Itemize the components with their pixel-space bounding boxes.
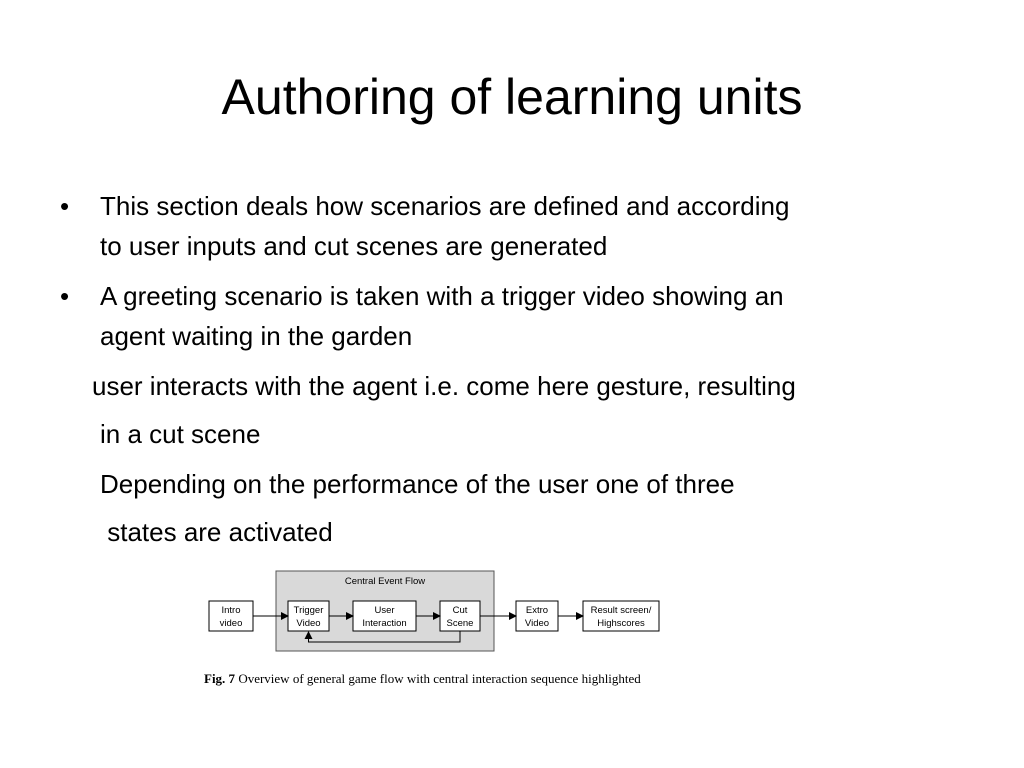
svg-text:Trigger: Trigger xyxy=(294,605,324,616)
figure-caption-label: Fig. 7 xyxy=(204,671,236,686)
svg-text:Intro: Intro xyxy=(221,605,240,616)
svg-text:Cut: Cut xyxy=(453,605,468,616)
flow-node-result-screen: Result screen/ Highscores xyxy=(582,600,660,632)
bullet-2-line-1: A greeting scenario is taken with a trig… xyxy=(100,281,784,311)
svg-text:Extro: Extro xyxy=(526,605,548,616)
flow-node-trigger-video: Trigger Video xyxy=(287,600,330,632)
flow-node-extro-video: Extro Video xyxy=(515,600,559,632)
bullet-marker: • xyxy=(60,281,70,311)
figure-caption-text: Overview of general game flow with centr… xyxy=(238,671,641,686)
game-flow-diagram: Central Event Flow Intro video Trigger V… xyxy=(200,568,670,718)
figure-caption: Fig. 7 Overview of general game flow wit… xyxy=(204,670,664,688)
flow-node-intro-video: Intro video xyxy=(208,600,254,632)
flow-node-cut-scene: Cut Scene xyxy=(439,600,481,632)
bullet-marker: • xyxy=(60,191,70,221)
paragraph-4: states are activated xyxy=(100,517,333,547)
svg-text:Video: Video xyxy=(296,618,320,629)
svg-text:Highscores: Highscores xyxy=(597,618,645,629)
svg-text:Result screen/: Result screen/ xyxy=(591,605,652,616)
loop-back-arrow xyxy=(304,631,461,643)
svg-text:User: User xyxy=(374,605,394,616)
slide-title: Authoring of learning units xyxy=(221,69,803,125)
group-label: Central Event Flow xyxy=(345,576,425,587)
paragraph-1: user interacts with the agent i.e. come … xyxy=(92,371,796,401)
svg-text:Interaction: Interaction xyxy=(362,618,406,629)
svg-text:Scene: Scene xyxy=(447,618,474,629)
bullet-2-line-2: agent waiting in the garden xyxy=(100,321,413,351)
paragraph-2: in a cut scene xyxy=(100,419,261,449)
bullet-1-line-2: to user inputs and cut scenes are genera… xyxy=(100,231,608,261)
flow-node-user-interaction: User Interaction xyxy=(352,600,417,632)
svg-text:Video: Video xyxy=(525,618,549,629)
bullet-1-line-1: This section deals how scenarios are def… xyxy=(100,191,790,221)
paragraph-3: Depending on the performance of the user… xyxy=(100,469,735,499)
svg-text:video: video xyxy=(220,618,243,629)
